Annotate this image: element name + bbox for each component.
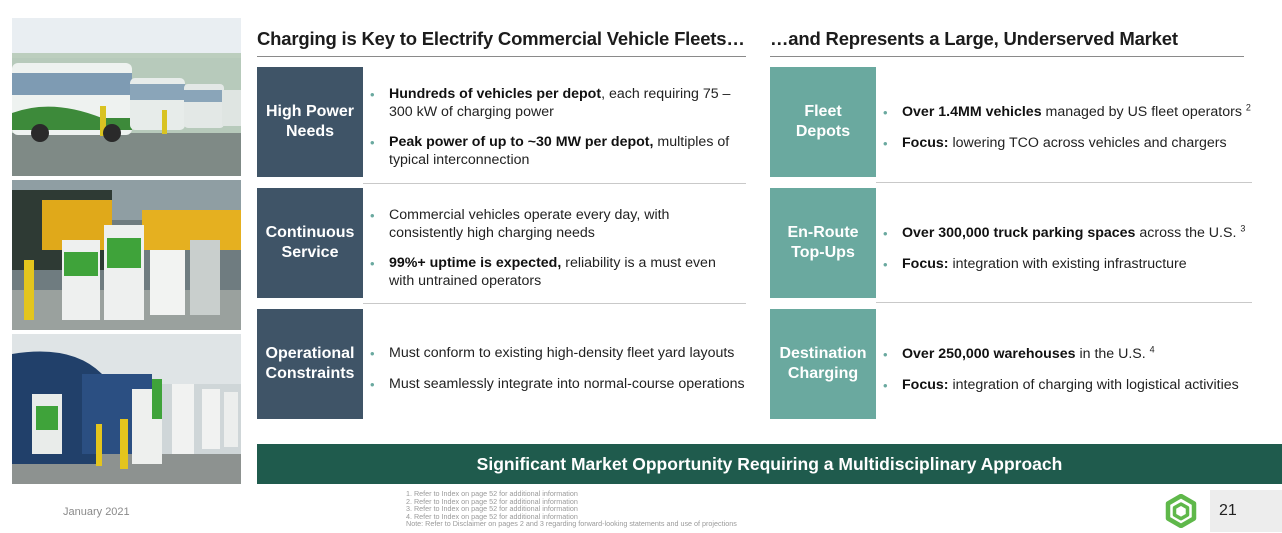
row-label-continuous-service: Continuous Service bbox=[257, 188, 363, 298]
footnote-ref: 3 bbox=[1240, 223, 1246, 234]
bullets-en-route-top-ups: Over 300,000 truck parking spaces across… bbox=[883, 223, 1278, 286]
list-item: 99%+ uptime is expected, reliability is … bbox=[370, 255, 740, 290]
page-number: 21 bbox=[1219, 502, 1237, 519]
bullets-fleet-depots: Over 1.4MM vehicles managed by US fleet … bbox=[883, 102, 1278, 165]
row-label-en-route-top-ups: En-Route Top-Ups bbox=[770, 188, 876, 298]
list-item: Focus: integration with existing infrast… bbox=[883, 256, 1278, 274]
row-label-fleet-depots: Fleet Depots bbox=[770, 67, 876, 177]
row-label-operational-constraints: Operational Constraints bbox=[257, 309, 363, 419]
footnote-ref: 4 bbox=[1149, 344, 1155, 355]
list-item: Over 250,000 warehouses in the U.S. 4 bbox=[883, 344, 1278, 364]
photo-transit-bus-chargers bbox=[12, 334, 241, 484]
list-item: Hundreds of vehicles per depot, each req… bbox=[370, 86, 740, 121]
list-item: Over 300,000 truck parking spaces across… bbox=[883, 223, 1278, 243]
list-item: Over 1.4MM vehicles managed by US fleet … bbox=[883, 102, 1278, 122]
list-item: Commercial vehicles operate every day, w… bbox=[370, 207, 740, 242]
footnotes: 1. Refer to Index on page 52 for additio… bbox=[406, 490, 737, 528]
footer-date: January 2021 bbox=[63, 506, 130, 518]
footnote-1: 1. Refer to Index on page 52 for additio… bbox=[406, 489, 578, 498]
logo-icon bbox=[1164, 493, 1198, 529]
row-divider bbox=[363, 303, 746, 304]
list-item: Must conform to existing high-density fl… bbox=[370, 345, 760, 363]
footnote-ref: 2 bbox=[1245, 102, 1251, 113]
row-divider bbox=[876, 302, 1252, 303]
list-item: Focus: integration of charging with logi… bbox=[883, 377, 1278, 395]
bullets-high-power-needs: Hundreds of vehicles per depot, each req… bbox=[370, 86, 740, 182]
opportunity-banner: Significant Market Opportunity Requiring… bbox=[257, 444, 1282, 484]
list-item: Focus: lowering TCO across vehicles and … bbox=[883, 135, 1278, 153]
disclaimer-note: Note: Refer to Disclaimer on pages 2 and… bbox=[406, 519, 737, 529]
row-divider bbox=[363, 183, 746, 184]
row-label-high-power-needs: High Power Needs bbox=[257, 67, 363, 177]
footnote-3: 3. Refer to Index on page 52 for additio… bbox=[406, 504, 578, 514]
banner-text: Significant Market Opportunity Requiring… bbox=[476, 453, 1063, 474]
row-label-destination-charging: Destination Charging bbox=[770, 309, 876, 419]
bullets-operational-constraints: Must conform to existing high-density fl… bbox=[370, 345, 760, 406]
right-section-title: …and Represents a Large, Underserved Mar… bbox=[770, 28, 1178, 49]
page-number-box: 21 bbox=[1210, 490, 1282, 532]
list-item: Must seamlessly integrate into normal-co… bbox=[370, 376, 760, 394]
bullets-destination-charging: Over 250,000 warehouses in the U.S. 4 Fo… bbox=[883, 344, 1278, 407]
bullets-continuous-service: Commercial vehicles operate every day, w… bbox=[370, 207, 740, 303]
row-divider bbox=[876, 182, 1252, 183]
photo-school-bus-chargers bbox=[12, 180, 241, 330]
left-section-title: Charging is Key to Electrify Commercial … bbox=[257, 28, 745, 49]
footnote-4: 4. Refer to Index on page 52 for additio… bbox=[406, 511, 578, 521]
photo-electric-buses bbox=[12, 18, 241, 176]
list-item: Peak power of up to ~30 MW per depot, mu… bbox=[370, 134, 740, 169]
footnote-2: 2. Refer to Index on page 52 for additio… bbox=[406, 496, 578, 506]
right-title-rule bbox=[770, 56, 1244, 57]
left-title-rule bbox=[257, 56, 746, 57]
